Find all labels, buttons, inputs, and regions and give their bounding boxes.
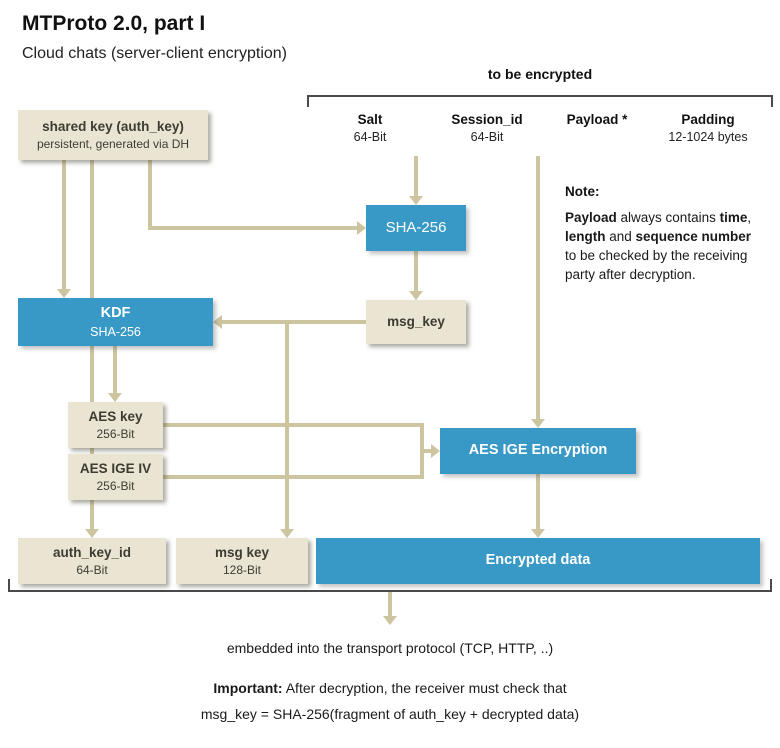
bottom-bracket-tick-left xyxy=(8,579,10,592)
important-note: Important: After decryption, the receive… xyxy=(0,680,780,696)
arrowhead-aeskey-icon xyxy=(108,393,122,402)
page-subtitle: Cloud chats (server-client encryption) xyxy=(22,45,287,62)
line-msgkey-to-kdf xyxy=(222,320,366,324)
box-auth-key-id: auth_key_id 64-Bit xyxy=(18,538,166,584)
box-shared-key-title: shared key (auth_key) xyxy=(42,118,184,134)
box-aes-ige-iv-subtitle: 256-Bit xyxy=(96,479,135,494)
note-line-2: length and sequence number xyxy=(565,229,752,244)
arrowhead-msgkey-icon xyxy=(409,291,423,300)
box-aes-ige-encryption: AES IGE Encryption xyxy=(440,428,636,474)
box-sha256: SHA-256 xyxy=(366,205,466,251)
msg-key-formula: msg_key = SHA-256(fragment of auth_key +… xyxy=(200,706,580,722)
note-line-1: Payload always contains time, xyxy=(565,210,752,225)
box-msg-key-bottom: msg key 128-Bit xyxy=(176,538,308,584)
transport-note: embedded into the transport protocol (TC… xyxy=(226,640,554,656)
field-payload: Payload * xyxy=(552,112,642,144)
field-salt-detail: 64-Bit xyxy=(353,130,387,144)
field-payload-detail xyxy=(552,130,642,144)
box-sha256-title: SHA-256 xyxy=(385,218,447,236)
box-encrypted-data: Encrypted data xyxy=(316,538,760,584)
arrowhead-transport-icon xyxy=(383,616,397,625)
box-msg-key-title: msg_key xyxy=(387,313,445,329)
line-bracket-to-transport xyxy=(388,592,392,616)
top-bracket-line xyxy=(307,95,773,97)
box-kdf-title: KDF xyxy=(100,304,131,321)
arrowhead-encryption-left-icon xyxy=(431,444,440,458)
field-session-id-name: Session_id xyxy=(451,112,523,127)
box-kdf: KDF SHA-256 xyxy=(18,298,213,346)
box-encrypted-data-title: Encrypted data xyxy=(485,552,591,569)
line-sharedkey-to-sha256 xyxy=(148,226,357,230)
field-padding: Padding 12-1024 bytes xyxy=(658,112,758,144)
line-aesiv-right xyxy=(163,475,424,479)
page-title: MTProto 2.0, part I xyxy=(22,12,206,35)
arrowhead-authkeyid-icon xyxy=(85,529,99,538)
note-line-4: party after decryption. xyxy=(565,267,696,282)
field-session-id: Session_id 64-Bit xyxy=(437,112,537,144)
box-kdf-subtitle: SHA-256 xyxy=(90,324,141,339)
field-padding-detail: 12-1024 bytes xyxy=(668,130,748,144)
line-encryption-to-encrypted xyxy=(536,474,540,529)
field-padding-name: Padding xyxy=(681,112,735,127)
box-auth-key-id-title: auth_key_id xyxy=(52,544,132,560)
box-aes-key-title: AES key xyxy=(88,408,143,424)
field-payload-name: Payload * xyxy=(566,112,628,127)
box-aes-key-subtitle: 256-Bit xyxy=(96,427,135,442)
line-sha256-to-msgkey xyxy=(414,251,418,291)
box-aes-ige-iv: AES IGE IV 256-Bit xyxy=(68,454,163,500)
box-msg-key: msg_key xyxy=(366,300,466,344)
arrowhead-kdf-right-icon xyxy=(213,315,222,329)
field-salt-name: Salt xyxy=(357,112,383,127)
top-bracket-tick-left xyxy=(307,95,309,107)
important-text: After decryption, the receiver must chec… xyxy=(282,680,567,696)
box-aes-ige-encryption-title: AES IGE Encryption xyxy=(468,442,608,459)
line-sharedkey-down xyxy=(148,160,152,230)
box-aes-ige-iv-title: AES IGE IV xyxy=(79,460,152,476)
line-aeskey-right xyxy=(163,423,424,427)
bottom-bracket-line xyxy=(8,590,772,592)
bottom-bracket-tick-right xyxy=(770,579,772,592)
box-shared-key-subtitle: persistent, generated via DH xyxy=(36,137,190,152)
field-salt: Salt 64-Bit xyxy=(330,112,410,144)
arrowhead-sha256-left-icon xyxy=(357,221,366,235)
box-shared-key: shared key (auth_key) persistent, genera… xyxy=(18,110,208,160)
arrowhead-encryption-top-icon xyxy=(531,419,545,428)
important-label: Important: xyxy=(213,680,283,696)
note-line-3: to be checked by the receiving xyxy=(565,248,748,263)
to-be-encrypted-label: to be encrypted xyxy=(487,66,593,82)
line-sharedkey-to-kdf xyxy=(62,160,66,289)
arrowhead-sha256-top-icon xyxy=(409,196,423,205)
line-aes-into-encryption xyxy=(424,449,431,453)
top-bracket-tick-right xyxy=(771,95,773,107)
arrowhead-kdf-icon xyxy=(57,289,71,298)
line-group-to-sha256 xyxy=(414,156,418,196)
field-session-id-detail: 64-Bit xyxy=(470,130,504,144)
note-body: Payload always contains time, length and… xyxy=(565,208,780,284)
arrowhead-encrypted-icon xyxy=(531,529,545,538)
box-msg-key-bottom-title: msg key xyxy=(214,544,270,560)
box-msg-key-bottom-subtitle: 128-Bit xyxy=(222,563,262,578)
line-group-to-encryption xyxy=(536,156,540,419)
arrowhead-msgkey-bottom-icon xyxy=(280,529,294,538)
box-aes-key: AES key 256-Bit xyxy=(68,402,163,448)
line-kdf-to-aeskey xyxy=(113,346,117,393)
note-label: Note: xyxy=(565,184,600,199)
line-aes-merge xyxy=(420,423,424,479)
box-auth-key-id-subtitle: 64-Bit xyxy=(76,563,108,578)
